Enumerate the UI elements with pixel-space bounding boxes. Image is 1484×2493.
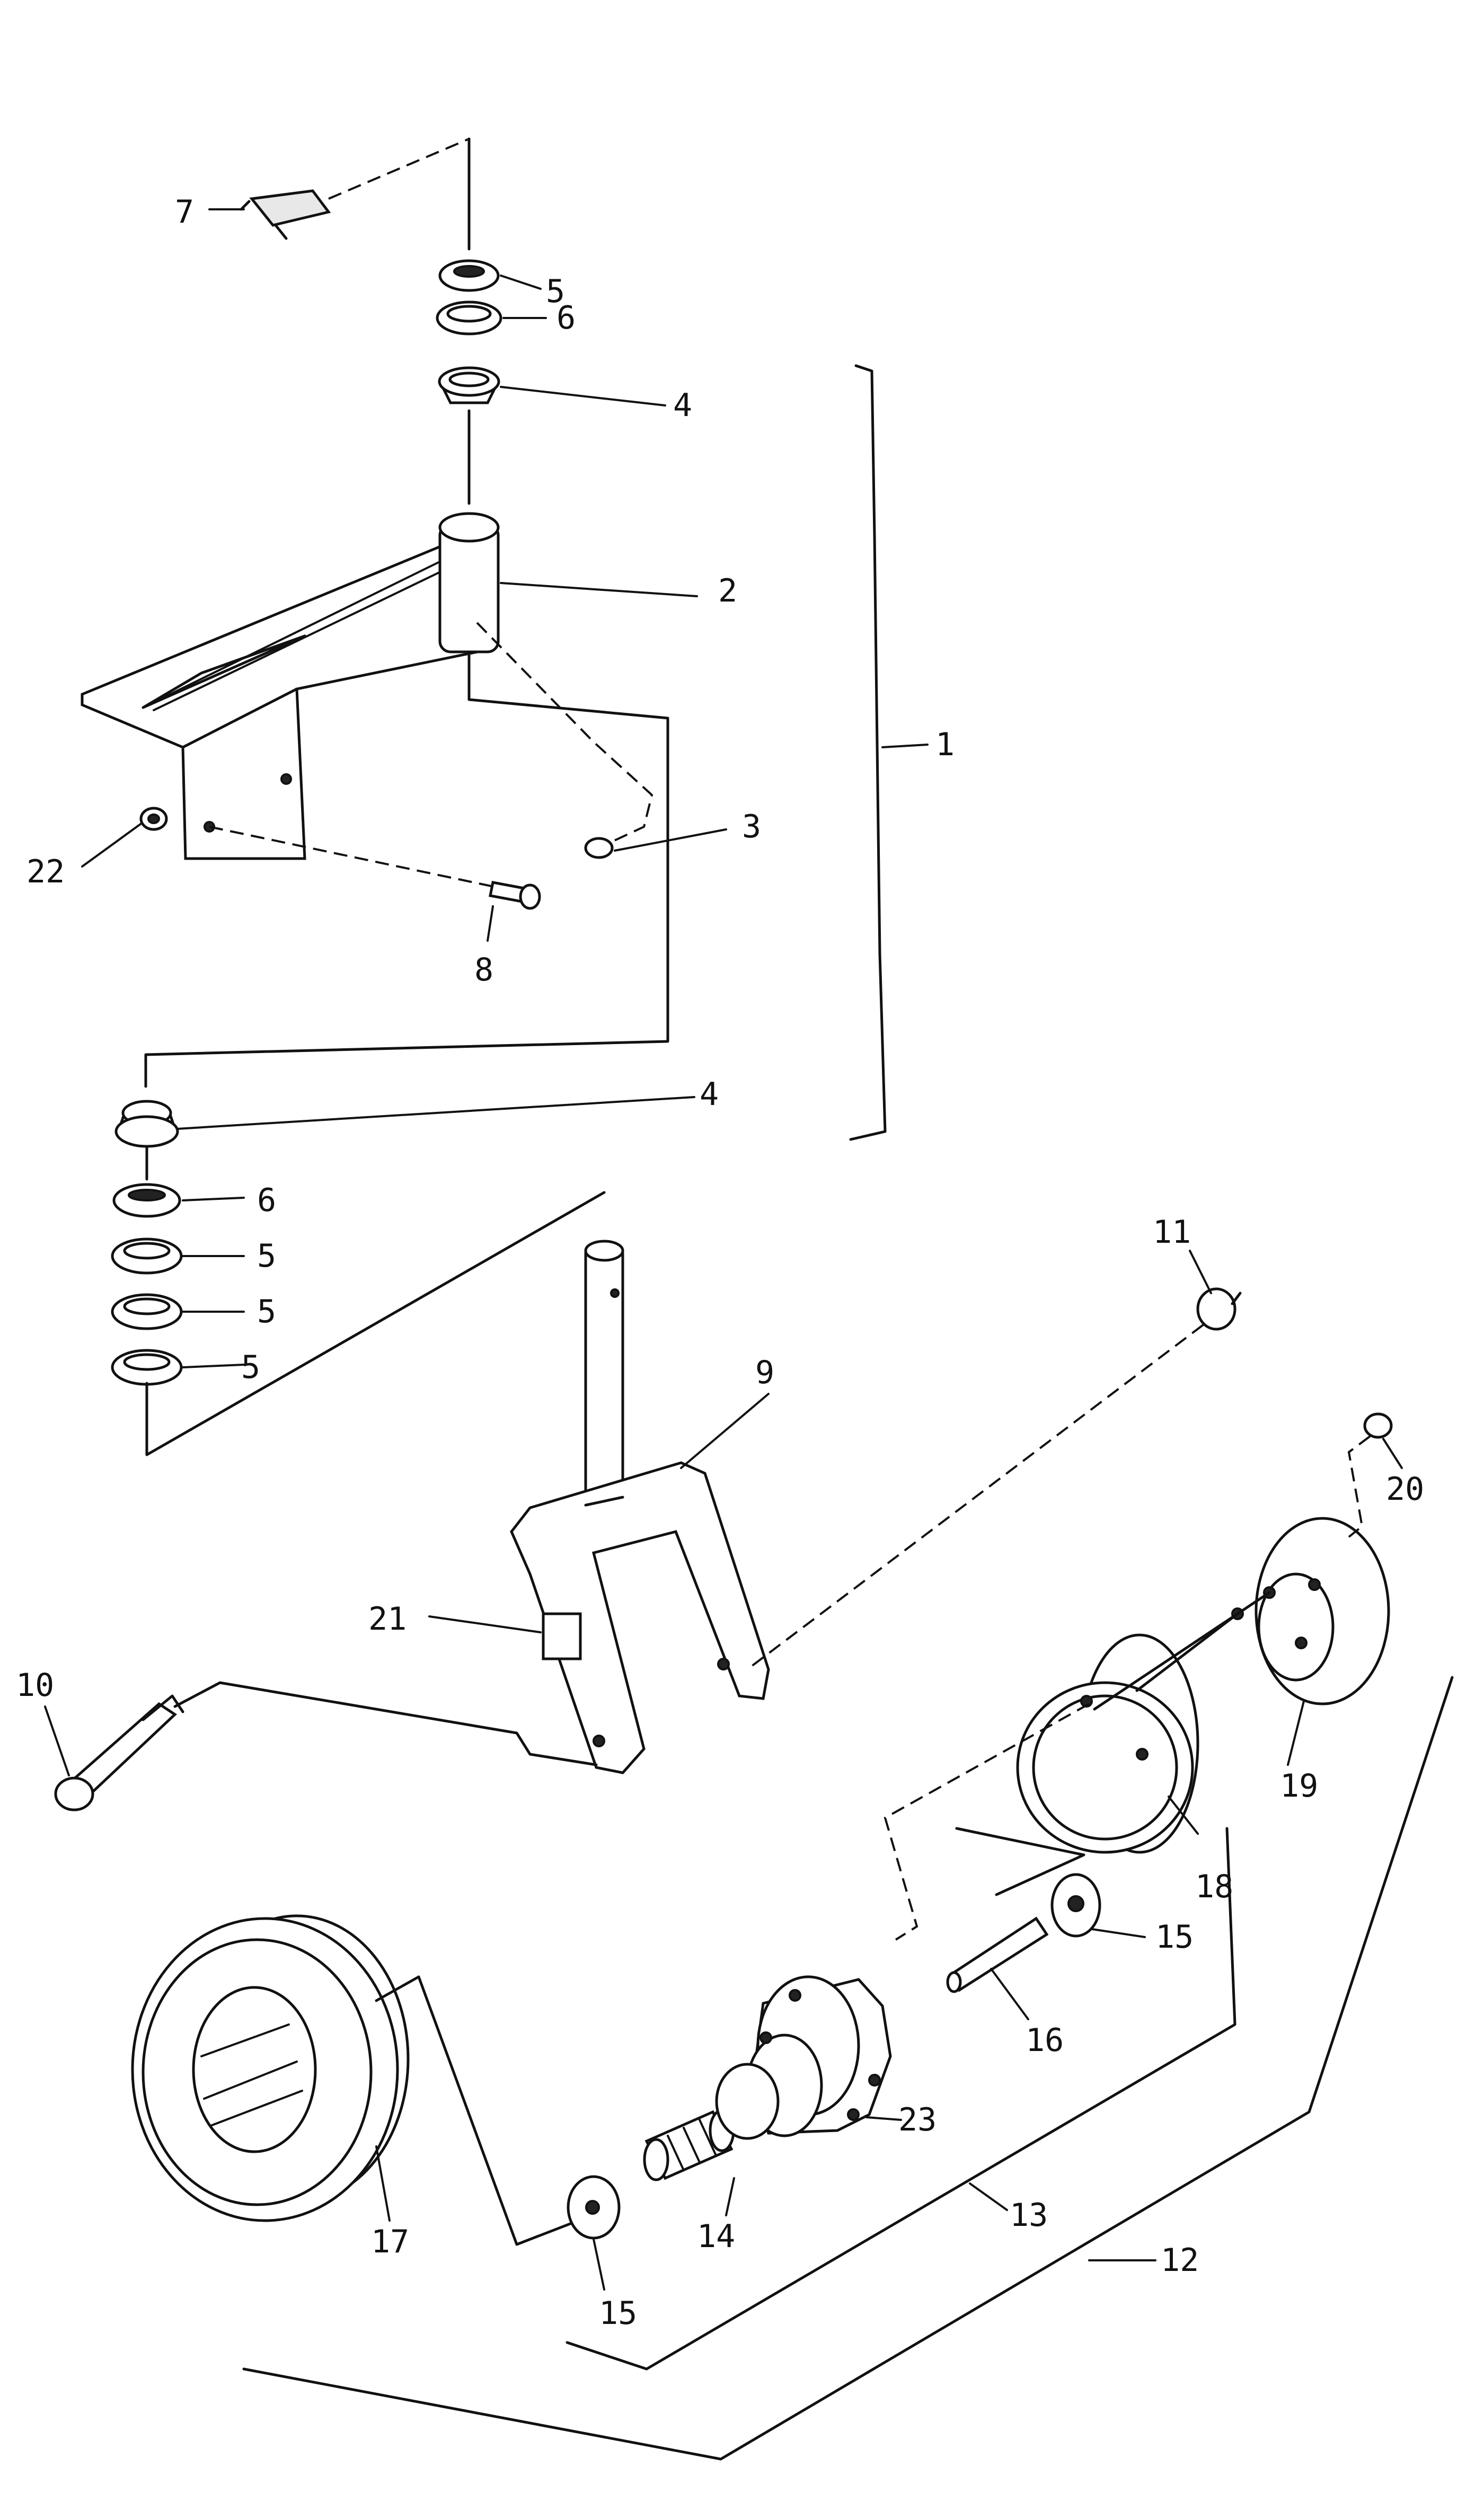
part-11-grease-fitting (1196, 1287, 1242, 1331)
part-16-spacer-tube (946, 1916, 1049, 1993)
label-part-5-lower-2: 5 (257, 1293, 276, 1330)
part-5-washer-stack-1 (111, 1237, 183, 1275)
part-4-bushing-bottom (114, 1100, 179, 1148)
label-part-5-lower-1: 5 (257, 1237, 276, 1275)
label-part-7: 7 (175, 193, 194, 231)
part-8-bolt (489, 881, 541, 910)
label-part-8: 8 (474, 951, 493, 988)
part-23-hub (715, 1975, 892, 2140)
part-22-nut (139, 807, 168, 831)
label-part-5-lower-3: 5 (241, 1349, 260, 1386)
label-part-4-lower: 4 (700, 1076, 719, 1113)
part-17-tire (131, 1914, 410, 2222)
part-21-decal (542, 1612, 582, 1660)
part-14-bearing (643, 2109, 735, 2181)
label-part-20: 20 (1386, 1471, 1424, 1508)
label-part-4: 4 (673, 387, 692, 424)
label-part-6: 6 (556, 299, 576, 337)
label-part-6-lower: 6 (257, 1182, 276, 1219)
label-part-9: 9 (755, 1354, 774, 1391)
label-part-22: 22 (26, 853, 65, 890)
label-part-18: 18 (1195, 1868, 1233, 1905)
part-9-caster-fork (510, 1240, 770, 1774)
part-2-pivot-bracket-arm (81, 512, 500, 860)
label-part-15-left: 15 (599, 2295, 637, 2332)
label-part-3: 3 (742, 808, 761, 845)
bracket-assembly-1 (849, 364, 887, 1141)
part-5-washer-top (438, 259, 500, 292)
label-part-19: 19 (1280, 1767, 1318, 1805)
label-part-17: 17 (371, 2223, 409, 2260)
label-part-21: 21 (368, 1601, 407, 1638)
part-18-wheel-half (1016, 1633, 1199, 1854)
part-6-seal-bottom (112, 1183, 181, 1218)
label-part-1: 1 (935, 726, 955, 763)
label-part-13: 13 (1010, 2197, 1048, 2234)
label-part-5: 5 (546, 273, 565, 310)
label-part-2: 2 (718, 572, 737, 609)
label-part-12: 12 (1161, 2242, 1199, 2279)
part-6-seal-top (436, 300, 502, 335)
label-part-14: 14 (697, 2218, 735, 2255)
label-part-10: 10 (16, 1667, 54, 1704)
label-part-16: 16 (1026, 2022, 1064, 2059)
part-4-bushing-top (438, 366, 500, 404)
part-10-axle-bolt (54, 1694, 184, 1811)
part-5-washer-stack-2 (111, 1293, 183, 1330)
part-15-washer-left (567, 2175, 621, 2240)
label-part-11: 11 (1153, 1214, 1191, 1251)
label-part-23: 23 (898, 2101, 937, 2138)
part-15-washer-right (1050, 1873, 1101, 1938)
part-20-nut (1363, 1412, 1393, 1439)
part-5-washer-stack-3 (111, 1349, 183, 1386)
part-3-lanyard-pin (476, 622, 653, 859)
part-7-grease-fitting (240, 189, 331, 240)
part-19-wheel-half (1231, 1517, 1390, 1705)
label-part-15-right: 15 (1155, 1919, 1194, 1956)
